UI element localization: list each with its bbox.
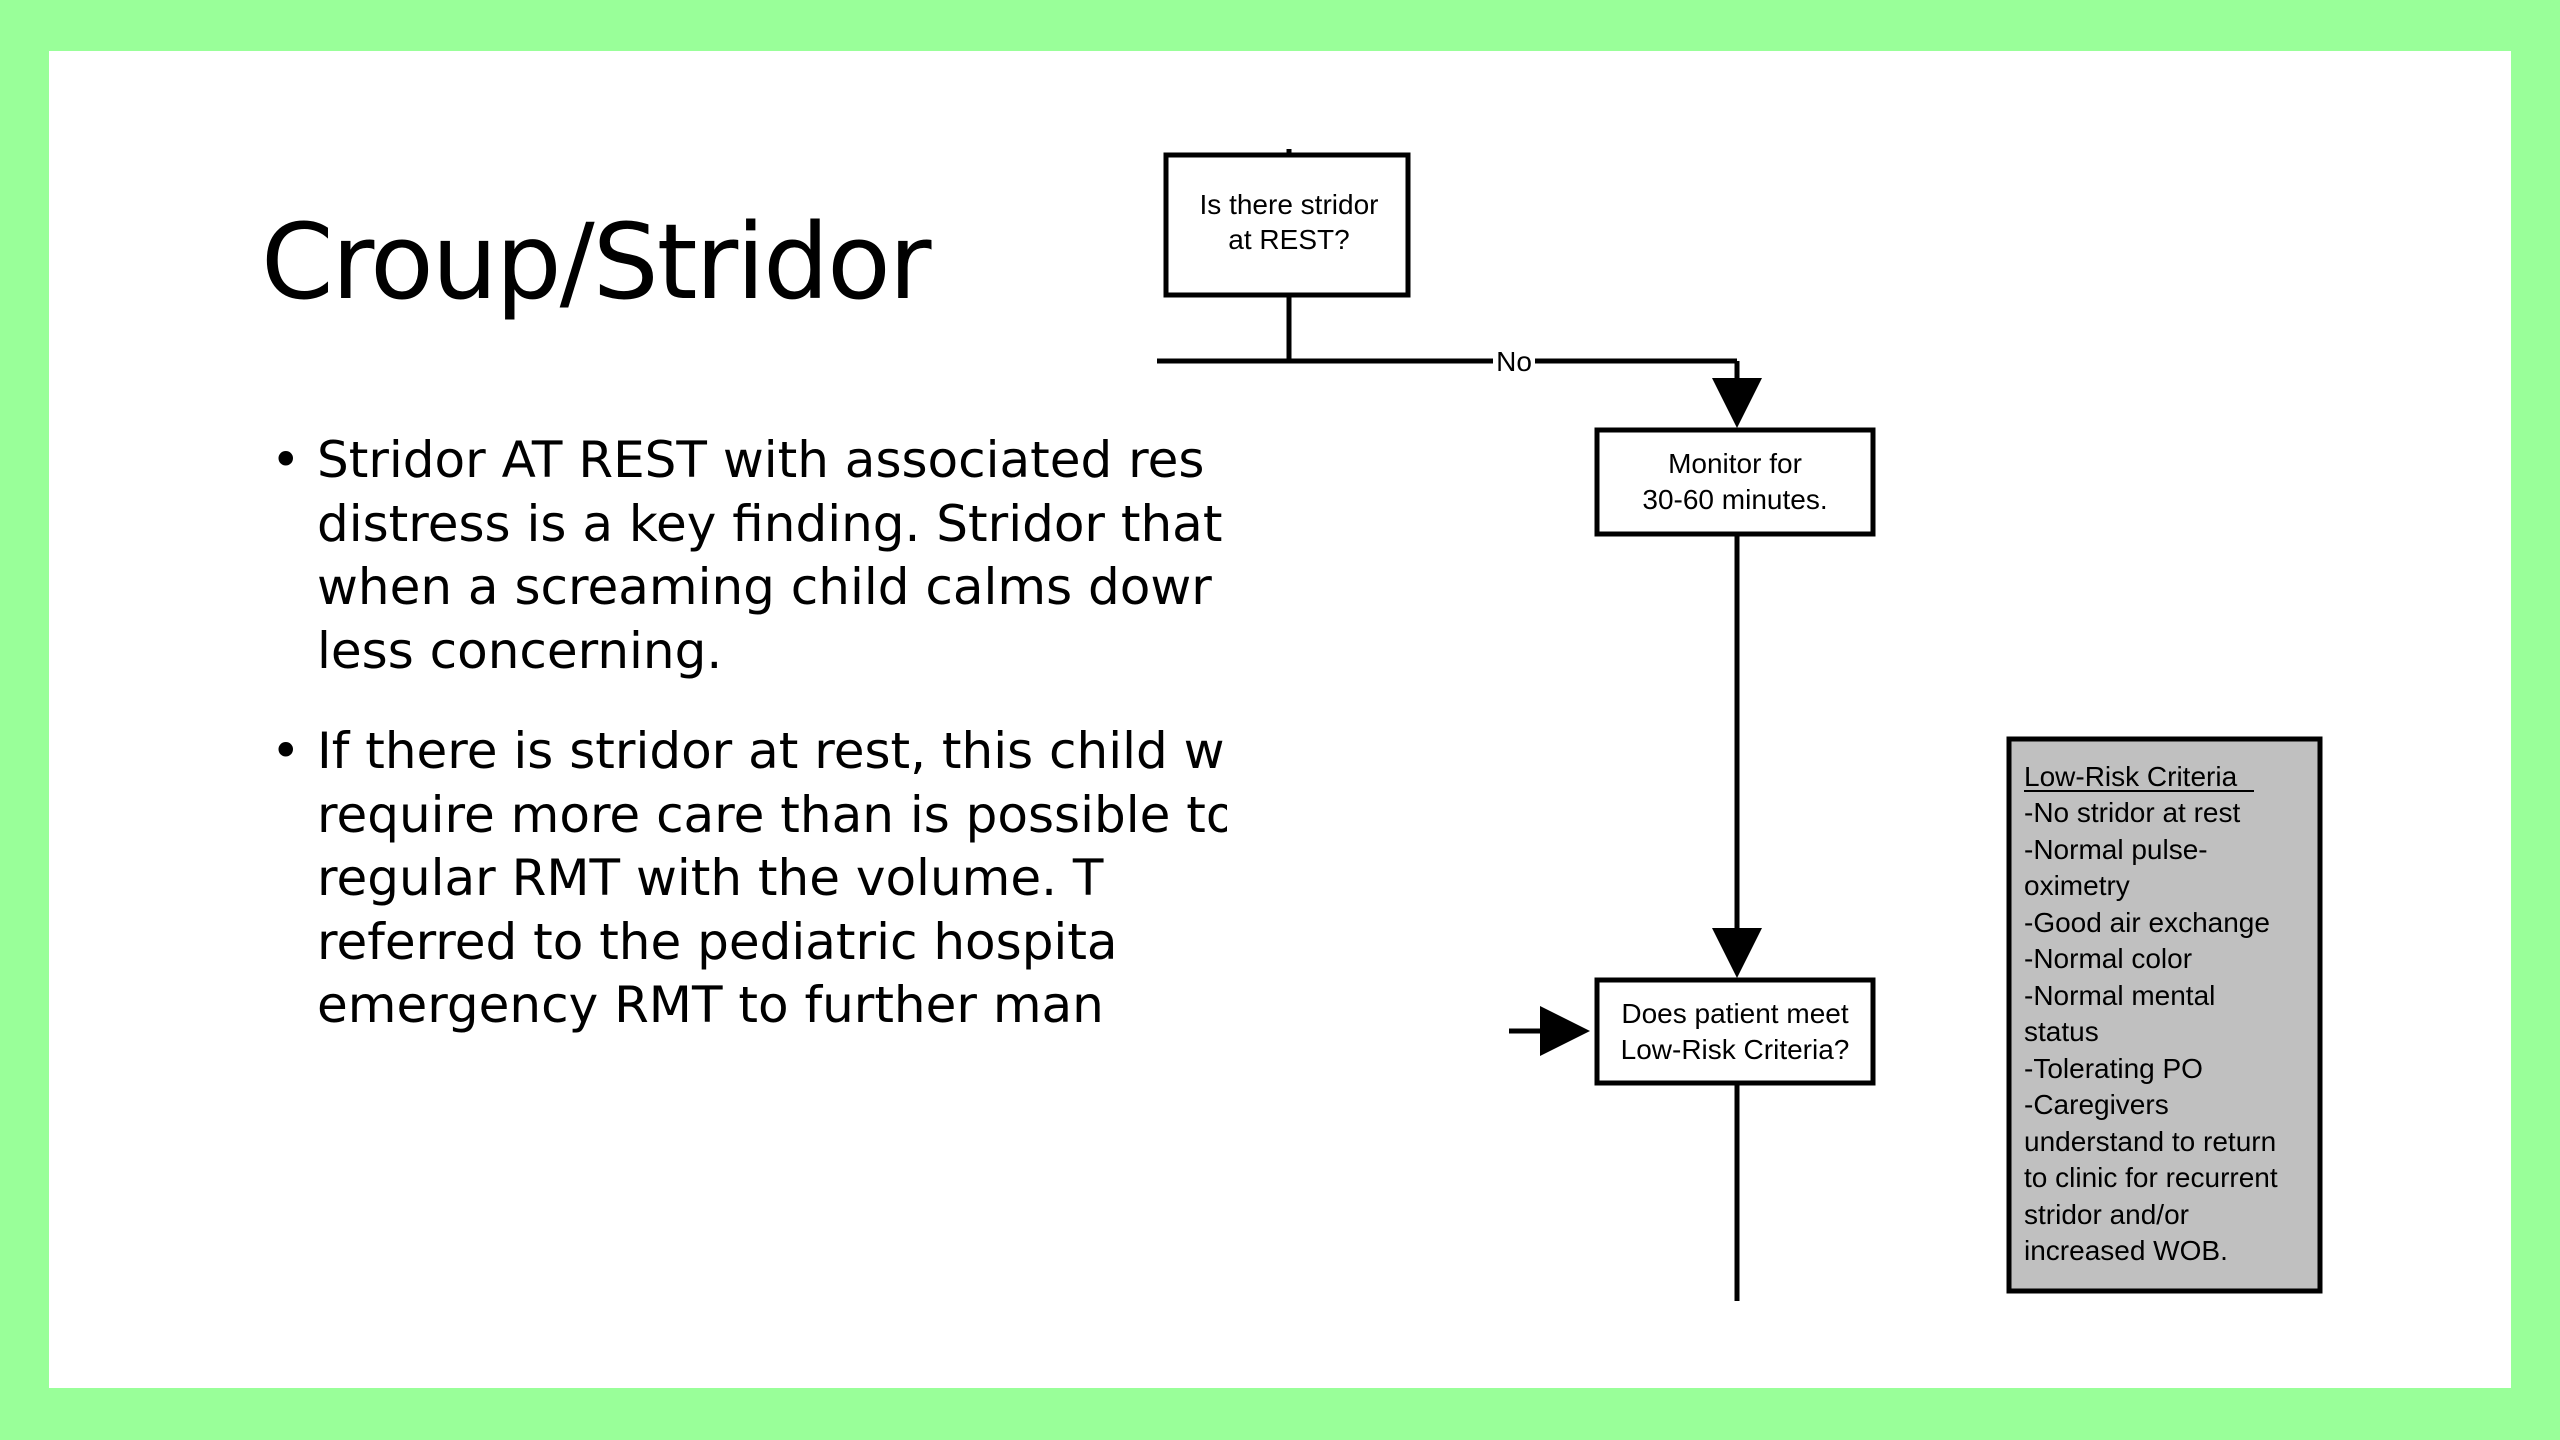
low-risk-criteria-box: Low-Risk Criteria -No stridor at rest -N… (2006, 736, 2323, 1294)
bullet-line: Stridor AT REST with associated res (317, 431, 1205, 489)
slide: Croup/Stridor • Stridor AT REST with ass… (49, 51, 2511, 1388)
criteria-line: -No stridor at rest (2024, 797, 2240, 828)
criteria-heading: Low-Risk Criteria (2024, 761, 2238, 792)
bullet-line: distress is a key finding. Stridor that (317, 494, 1223, 553)
criteria-line: status (2024, 1016, 2099, 1047)
criteria-line: oximetry (2024, 870, 2130, 901)
criteria-line: stridor and/or (2024, 1199, 2189, 1230)
criteria-line: -Tolerating PO (2024, 1053, 2203, 1084)
bullet-line: If there is stridor at rest, this child … (317, 722, 1225, 780)
bullet-line: require more care than is possible to (317, 785, 1227, 844)
bullet-line: emergency RMT to further man (317, 976, 1104, 1034)
stridor-question-box: Is there stridor at REST? (1163, 152, 1411, 298)
bullet-line: less concerning. (317, 621, 723, 680)
criteria-line: -Good air exchange (2024, 907, 2270, 938)
stridor-question-line: Is there stridor (1200, 189, 1379, 220)
criteria-line: increased WOB. (2024, 1235, 2228, 1266)
criteria-line: -Normal pulse- (2024, 834, 2208, 865)
monitor-line: 30-60 minutes. (1642, 484, 1827, 515)
monitor-line: Monitor for (1668, 448, 1802, 479)
criteria-line: -Normal color (2024, 943, 2192, 974)
bullet-dot: • (271, 431, 301, 489)
stridor-question-line: at REST? (1228, 224, 1349, 255)
bullet-dot: • (271, 722, 301, 780)
bullet-line: when a screaming child calms dowr (317, 558, 1212, 616)
bullet-list: • Stridor AT REST with associated res di… (271, 429, 1227, 1075)
bullet-item: • Stridor AT REST with associated res di… (271, 429, 1227, 683)
criteria-line: to clinic for recurrent (2024, 1162, 2278, 1193)
lowrisk-question-line: Low-Risk Criteria? (1621, 1034, 1850, 1065)
criteria-line: understand to return (2024, 1126, 2276, 1157)
lowrisk-question-box: Does patient meet Low-Risk Criteria? (1594, 977, 1876, 1086)
criteria-line: -Caregivers (2024, 1089, 2169, 1120)
bullet-item: • If there is stridor at rest, this chil… (271, 720, 1227, 1038)
monitor-box: Monitor for 30-60 minutes. (1594, 427, 1876, 537)
bullet-line: referred to the pediatric hospita (317, 912, 1118, 971)
flowchart: Is there stridor at REST? No Monitor for… (1157, 149, 2323, 1301)
criteria-line: -Normal mental (2024, 980, 2215, 1011)
branch-no-label: No (1496, 346, 1532, 377)
slide-title: Croup/Stridor (261, 201, 932, 323)
lowrisk-question-line: Does patient meet (1621, 998, 1848, 1029)
bullet-line: regular RMT with the volume. T (317, 849, 1104, 907)
